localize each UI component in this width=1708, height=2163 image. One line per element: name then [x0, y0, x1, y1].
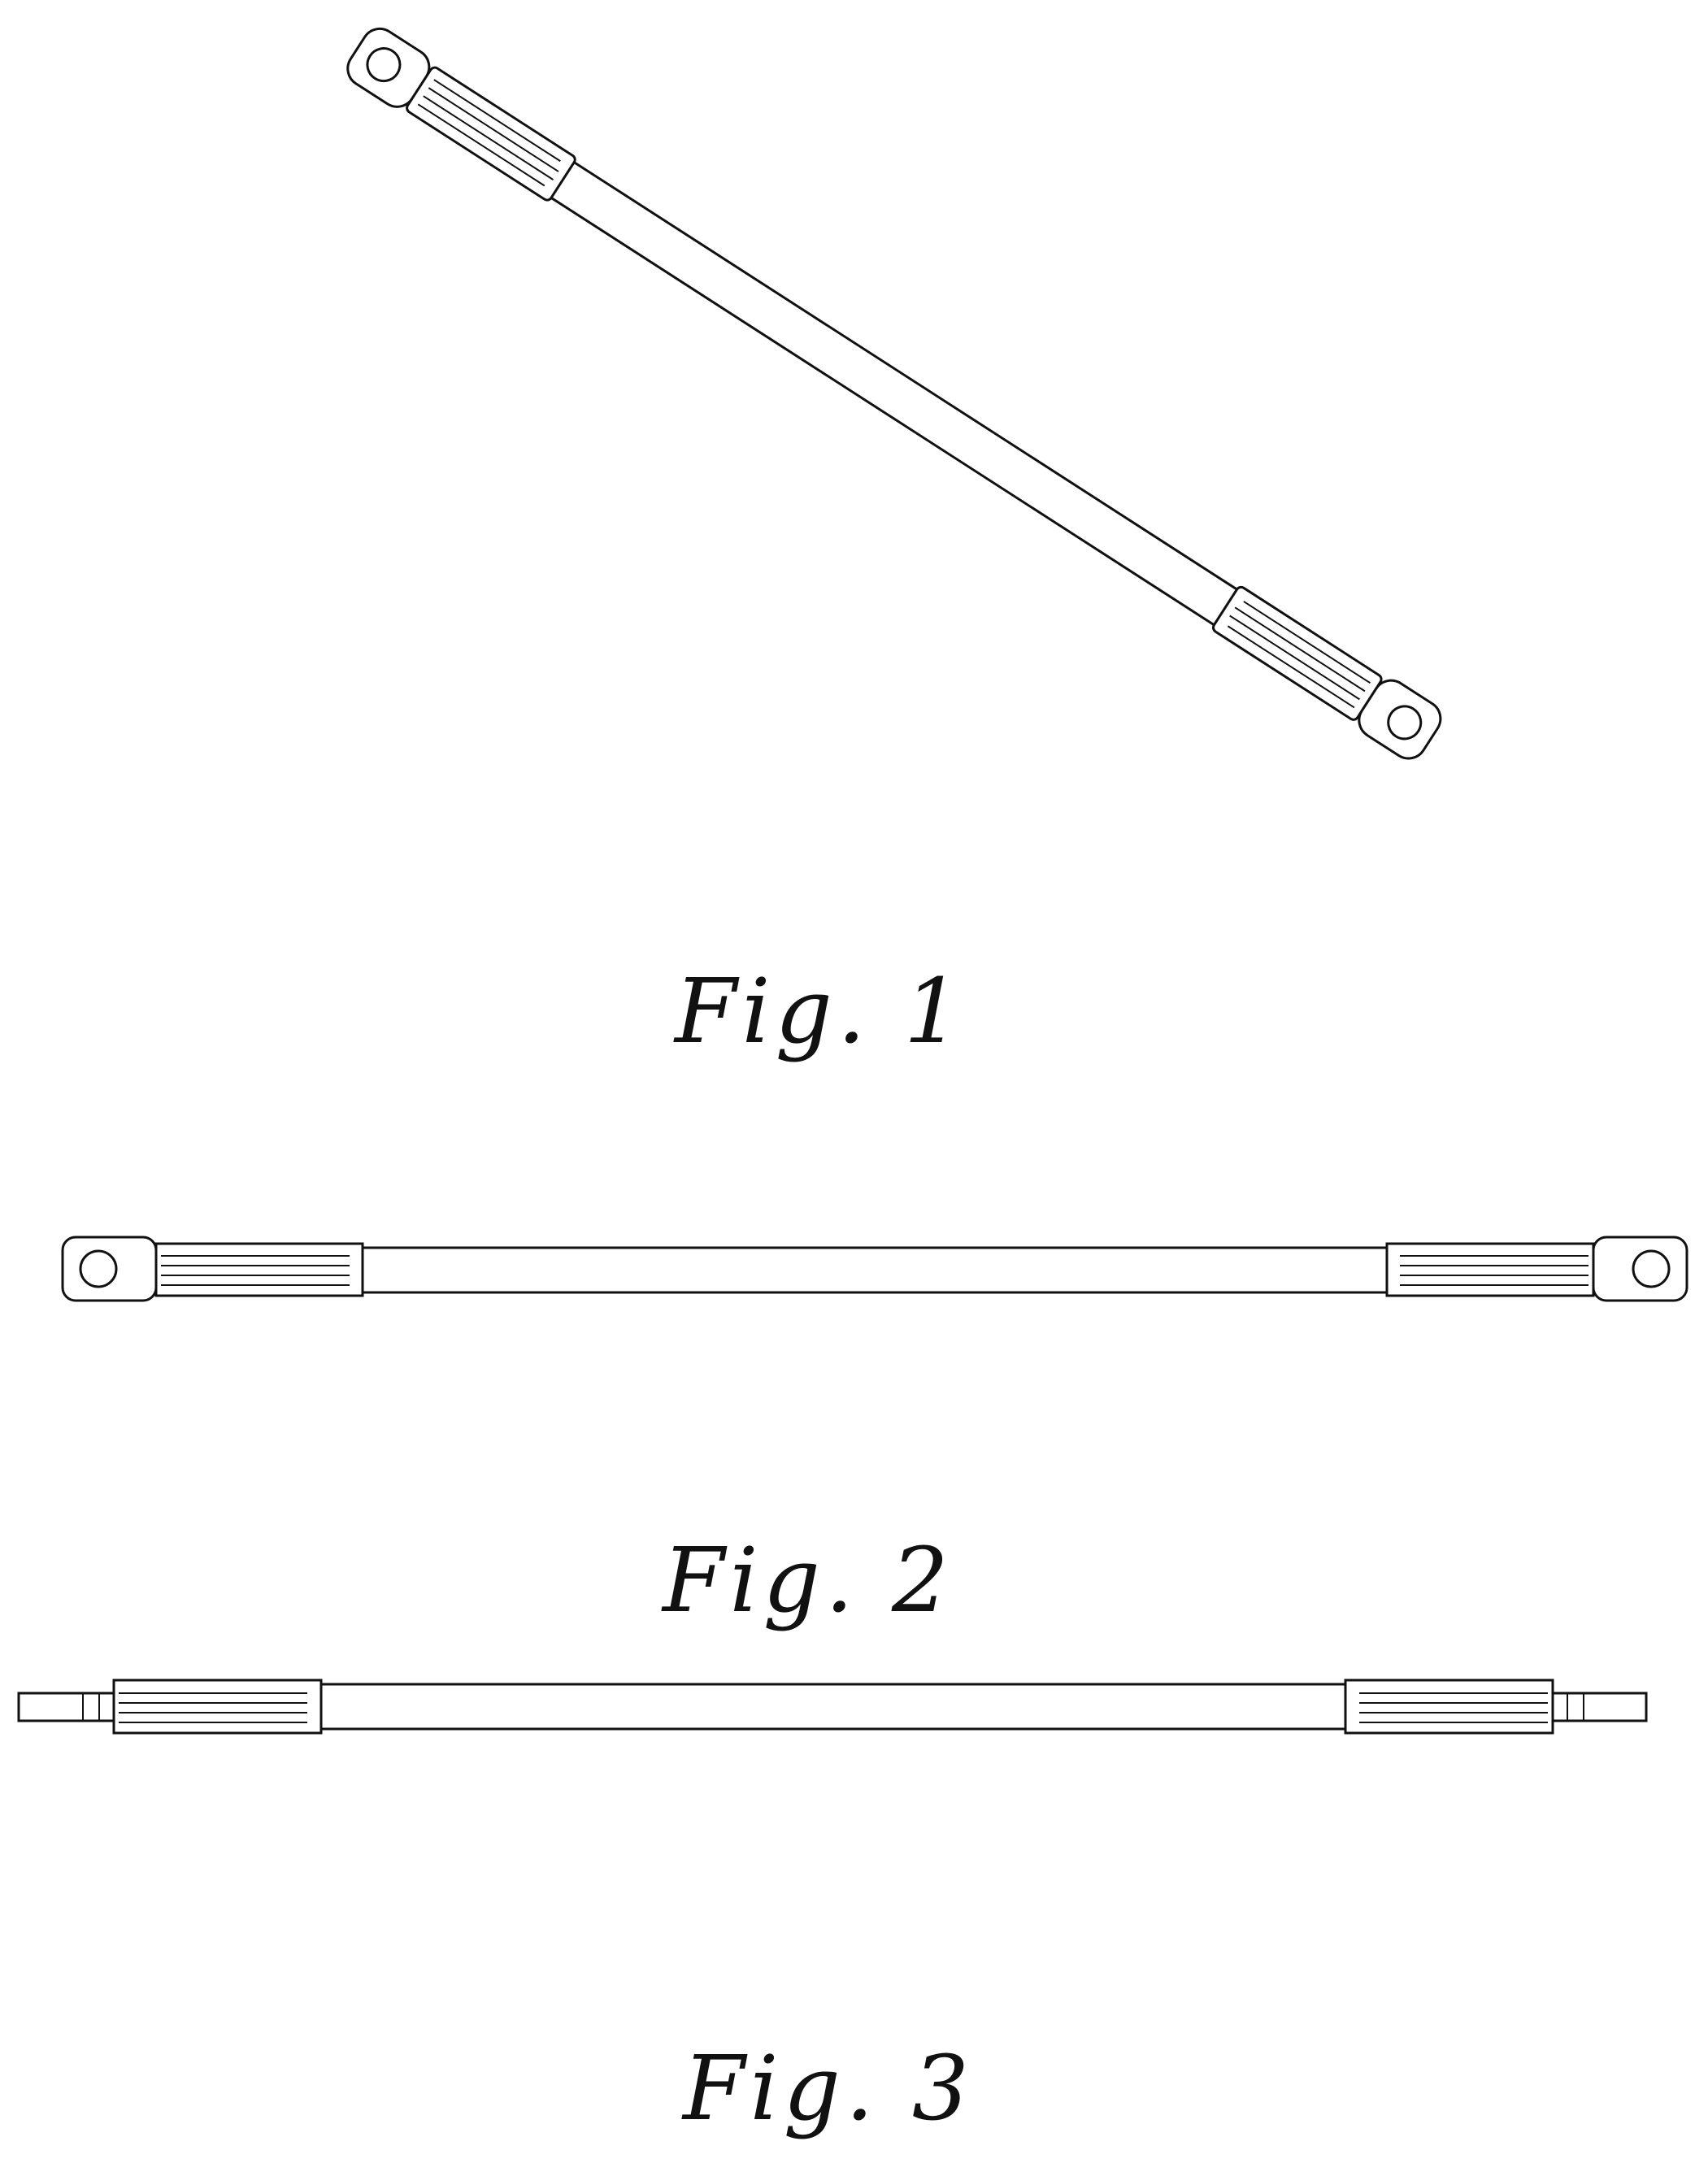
fig3-shaft [319, 1683, 1347, 1731]
fig1-label: Fig. 1 [675, 959, 966, 1063]
fig2-rod-drawing [61, 1236, 1688, 1302]
fig1-knurl-left [406, 66, 576, 202]
fig2-knurl-right [1385, 1242, 1595, 1297]
fig3-label: Fig. 3 [683, 2036, 974, 2140]
fig2-shaft [361, 1246, 1389, 1294]
fig2-label: Fig. 2 [663, 1528, 954, 1632]
fig1-rod-drawing [346, 27, 1442, 760]
fig3-knurl-right [1344, 1679, 1554, 1735]
fig1-shaft [550, 160, 1239, 627]
fig2-knurl-left [154, 1242, 364, 1297]
fig1-knurl-right [1211, 585, 1383, 721]
fig3-rod-drawing [17, 1679, 1648, 1735]
fig3-knurl-left [112, 1679, 323, 1735]
fig3-stub-right [1551, 1692, 1648, 1722]
